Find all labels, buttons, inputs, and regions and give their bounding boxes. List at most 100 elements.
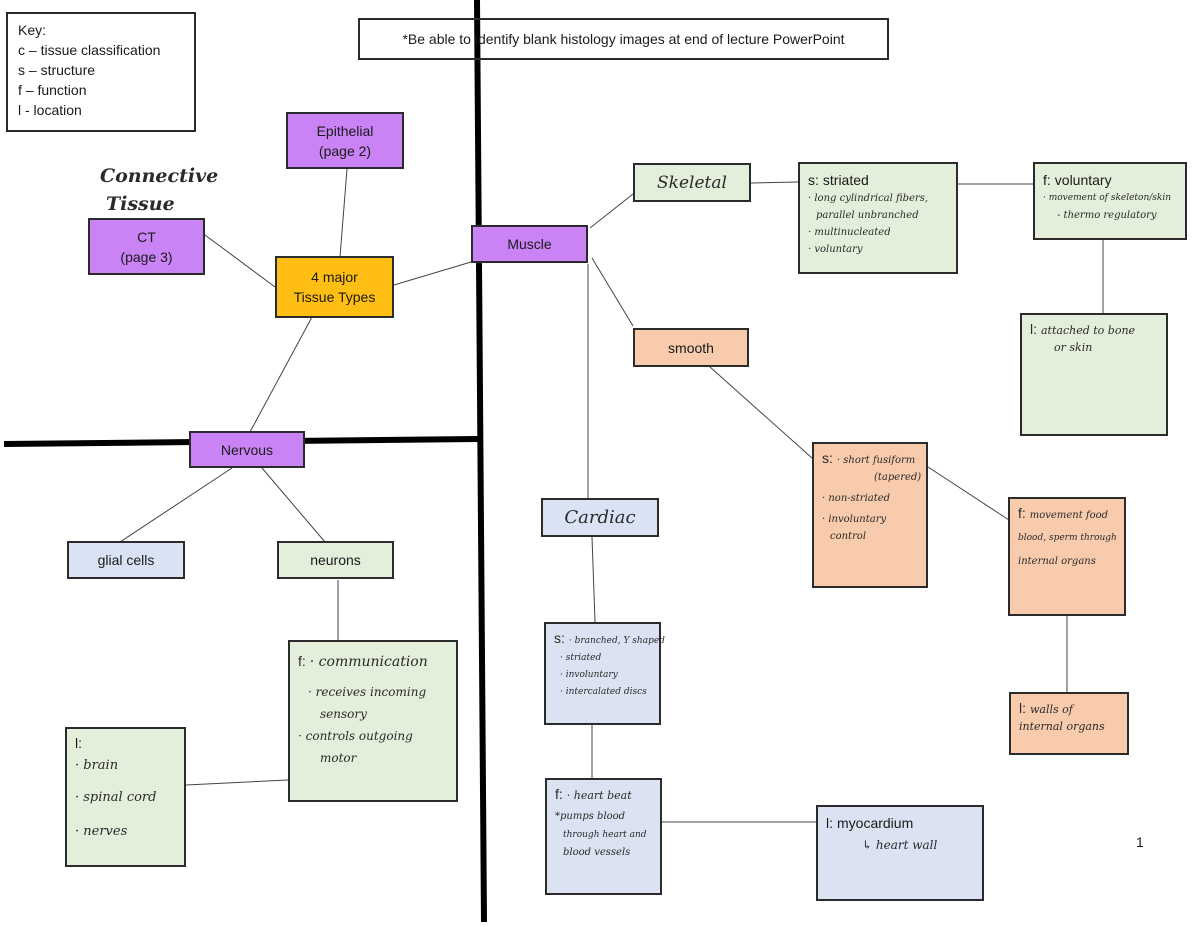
- key-line: s – structure: [18, 62, 96, 78]
- key-legend: Key: c – tissue classification s – struc…: [6, 12, 196, 132]
- note-prefix: l:: [826, 815, 833, 831]
- note-row: · movement of skeleton/skin: [1043, 193, 1172, 203]
- node-neurons: neurons: [277, 541, 394, 579]
- note-row: · voluntary: [808, 244, 863, 255]
- key-line: c – tissue classification: [18, 42, 161, 58]
- line-smooths-smoothf: [927, 466, 1010, 521]
- note-prefix: f:: [555, 786, 563, 802]
- note-row: internal organs: [1018, 556, 1096, 567]
- note-heading: voluntary: [1054, 172, 1112, 188]
- node-major-line2: Tissue Types: [293, 289, 376, 305]
- line-cardiac-s: [591, 536, 596, 623]
- note-row: · short fusiform: [836, 455, 916, 466]
- note-row: · branched, Y shaped: [568, 636, 665, 646]
- key-title: Key:: [18, 22, 47, 38]
- note-row: · striated: [560, 653, 602, 663]
- note-prefix: l:: [75, 735, 82, 751]
- note-prefix: f:: [1018, 505, 1026, 521]
- smooth-function-note: f:movement food blood, sperm through int…: [1008, 497, 1126, 616]
- note-row: (tapered): [874, 472, 922, 483]
- node-glial-cells: glial cells: [67, 541, 185, 579]
- line-skeletal-s: [750, 181, 799, 184]
- node-major-line1: 4 major: [311, 269, 358, 285]
- note-prefix: f:: [298, 653, 306, 669]
- node-smooth: smooth: [633, 328, 749, 367]
- note-prefix: l:: [1019, 700, 1026, 716]
- note-row: blood, sperm through: [1018, 533, 1117, 543]
- note-row: parallel unbranched: [816, 210, 919, 221]
- note-row: movement food: [1029, 510, 1109, 521]
- note-row: sensory: [320, 707, 367, 721]
- key-line: l - location: [18, 102, 82, 118]
- cardiac-location-note: l:myocardium ↳ heart wall: [816, 805, 984, 901]
- note-row: · brain: [75, 758, 119, 773]
- node-nervous-label: Nervous: [220, 441, 274, 458]
- node-ct-page: (page 3): [120, 248, 173, 265]
- node-muscle: Muscle: [471, 225, 588, 263]
- note-row: - thermo regulatory: [1057, 210, 1157, 221]
- note-heading: myocardium: [837, 815, 914, 831]
- line-major-ct: [204, 234, 276, 288]
- note-row: motor: [320, 751, 357, 765]
- line-muscle-skeletal: [589, 193, 634, 229]
- note-row: through heart and: [563, 830, 647, 840]
- note-row: ↳ heart wall: [862, 838, 938, 852]
- note-row: · intercalated discs: [560, 687, 647, 697]
- note-row: walls of: [1030, 703, 1073, 716]
- smooth-location-note: l: walls of internal organs: [1009, 692, 1129, 755]
- banner-text: *Be able to identify blank histology ima…: [402, 31, 845, 47]
- note-prefix: s:: [808, 172, 819, 188]
- skeletal-location-note: l: attached to bone or skin: [1020, 313, 1168, 436]
- line-major-muscle: [393, 261, 472, 286]
- node-cardiac-label: Cardiac: [564, 507, 636, 528]
- note-prefix: l:: [1030, 321, 1037, 337]
- note-row: · non-striated: [822, 493, 891, 504]
- note-row: *pumps blood: [555, 811, 626, 822]
- skeletal-structure-note: s:striated · long cylindrical fibers, pa…: [798, 162, 958, 274]
- handwritten-line: Connective: [100, 165, 219, 187]
- instruction-banner: *Be able to identify blank histology ima…: [358, 18, 889, 60]
- note-prefix: s:: [554, 630, 565, 646]
- page-number: 1: [1136, 834, 1144, 850]
- line-major-nervous: [249, 316, 313, 433]
- note-prefix: s:: [822, 450, 833, 466]
- line-muscle-smooth: [591, 257, 634, 327]
- key-line: f – function: [18, 82, 87, 98]
- cardiac-function-note: f:· heart beat *pumps blood through hear…: [545, 778, 662, 895]
- note-row: · nerves: [75, 824, 128, 839]
- node-epithelial-page: (page 2): [318, 142, 372, 159]
- node-neurons-label: neurons: [310, 552, 361, 568]
- note-row: · multinucleated: [808, 227, 891, 238]
- node-ct-label: CT: [137, 228, 156, 245]
- line-nervous-glial: [119, 467, 233, 543]
- note-row: internal organs: [1019, 720, 1105, 733]
- note-heading: striated: [822, 172, 869, 188]
- line-nervous-neurons: [261, 467, 326, 543]
- note-prefix: f:: [1043, 172, 1051, 188]
- node-skeletal-label: Skeletal: [657, 172, 727, 193]
- node-ct: CT (page 3): [88, 218, 205, 275]
- note-row: · heart beat: [566, 789, 632, 802]
- neurons-location-note: l: · brain · spinal cord · nerves: [65, 727, 186, 867]
- note-row: or skin: [1054, 341, 1093, 354]
- cardiac-structure-note: s:· branched, Y shaped · striated · invo…: [544, 622, 665, 725]
- handwritten-line: Tissue: [106, 193, 175, 215]
- note-row: · involuntary: [560, 670, 618, 680]
- line-neurf-neurl: [185, 779, 289, 786]
- line-major-epithelial: [339, 168, 348, 258]
- note-row: · spinal cord: [75, 790, 157, 805]
- node-glial-label: glial cells: [97, 552, 155, 568]
- node-epithelial: Epithelial (page 2): [286, 112, 404, 169]
- note-row: attached to bone: [1041, 324, 1136, 337]
- note-row: · communication: [309, 654, 428, 670]
- node-smooth-label: smooth: [668, 339, 714, 356]
- node-major-tissue-types: 4 major Tissue Types: [275, 256, 394, 318]
- node-epithelial-label: Epithelial: [316, 122, 374, 139]
- note-row: · receives incoming: [308, 685, 427, 699]
- node-nervous: Nervous: [189, 431, 305, 468]
- neurons-function-note: f:· communication · receives incoming se…: [288, 640, 458, 802]
- vertical-divider: [474, 0, 487, 923]
- skeletal-function-note: f:voluntary · movement of skeleton/skin …: [1033, 162, 1187, 240]
- note-row: control: [830, 531, 867, 542]
